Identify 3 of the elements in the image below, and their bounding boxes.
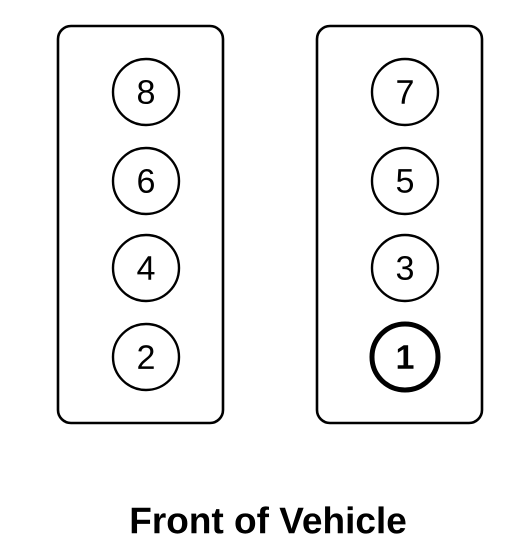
bank-box [316, 24, 484, 424]
direction-label: Front of Vehicle [132, 506, 406, 534]
bank-box [56, 24, 224, 424]
